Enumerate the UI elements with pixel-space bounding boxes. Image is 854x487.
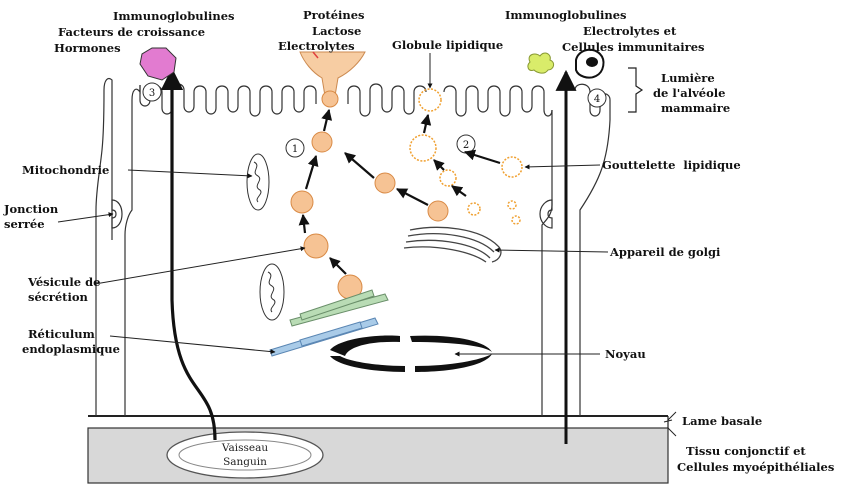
label-lumiere-3: mammaire: [661, 101, 730, 115]
label-tissu-1: Tissu conjonctif et: [686, 444, 806, 458]
svg-text:2: 2: [463, 140, 469, 151]
label-reticulum-1: Réticulum: [28, 327, 95, 341]
pathway-number-2: 2: [457, 135, 475, 153]
immune-cell-blob: [528, 53, 554, 73]
vaisseau-label-2: Sanguin: [223, 456, 267, 468]
label-reticulum-2: endoplasmique: [22, 342, 120, 356]
pathway-3-arrow: [172, 70, 215, 440]
label-globule-lipidique: Globule lipidique: [392, 38, 503, 52]
svg-text:1: 1: [292, 144, 298, 155]
label-immunoglobulines-left: Immunoglobulines: [113, 9, 234, 23]
label-mitochondrie: Mitochondrie: [22, 163, 109, 177]
exocytosis-vesicle: [322, 91, 338, 107]
label-lumiere-2: de l'alvéole: [653, 86, 725, 100]
label-vesicule-1: Vésicule de: [27, 275, 100, 289]
vaisseau-label-1: Vaisseau: [221, 442, 268, 454]
label-tissu-2: Cellules myoépithéliales: [677, 460, 834, 474]
svg-text:4: 4: [594, 94, 600, 105]
label-jonction-2: serrée: [4, 217, 45, 231]
pathway-number-3: 3: [143, 83, 161, 101]
label-cellules-immunitaires: Cellules immunitaires: [562, 40, 705, 54]
pathway-number-1: 1: [286, 139, 304, 157]
label-lumiere-1: Lumière: [661, 71, 715, 85]
label-proteines: Protéines: [303, 8, 365, 22]
blood-vessel: [167, 432, 323, 478]
label-facteurs: Facteurs de croissance: [58, 25, 205, 39]
label-gouttelette: Gouttelette lipidique: [602, 158, 741, 172]
label-vesicule-2: sécrétion: [28, 290, 89, 304]
right-cell-membrane: [542, 84, 610, 416]
lumen-brace: [628, 68, 642, 112]
lipid-path-arrows: [424, 115, 500, 196]
label-immunoglobulines-right: Immunoglobulines: [505, 8, 626, 22]
label-electrolytes-center: Electrolytes: [278, 39, 355, 53]
tight-junction-left: [112, 200, 122, 228]
label-appareil-golgi: Appareil de golgi: [609, 245, 721, 259]
label-noyau: Noyau: [605, 347, 646, 361]
label-lame-basale: Lame basale: [682, 414, 762, 428]
svg-text:3: 3: [149, 88, 155, 99]
label-hormones: Hormones: [54, 41, 121, 55]
apical-membrane: [140, 84, 552, 116]
label-lactose: Lactose: [312, 24, 361, 38]
label-electrolytes-et: Electrolytes et: [583, 24, 677, 38]
pathway-number-4: 4: [588, 89, 606, 107]
left-cell-membrane: [96, 78, 140, 416]
label-jonction-1: Jonction: [3, 202, 59, 216]
golgi-apparatus: [404, 227, 501, 262]
endoplasmic-reticulum: [270, 290, 388, 356]
label-pointers: [58, 53, 676, 436]
mitochondria: [247, 154, 284, 320]
protein-cone: [300, 52, 365, 96]
